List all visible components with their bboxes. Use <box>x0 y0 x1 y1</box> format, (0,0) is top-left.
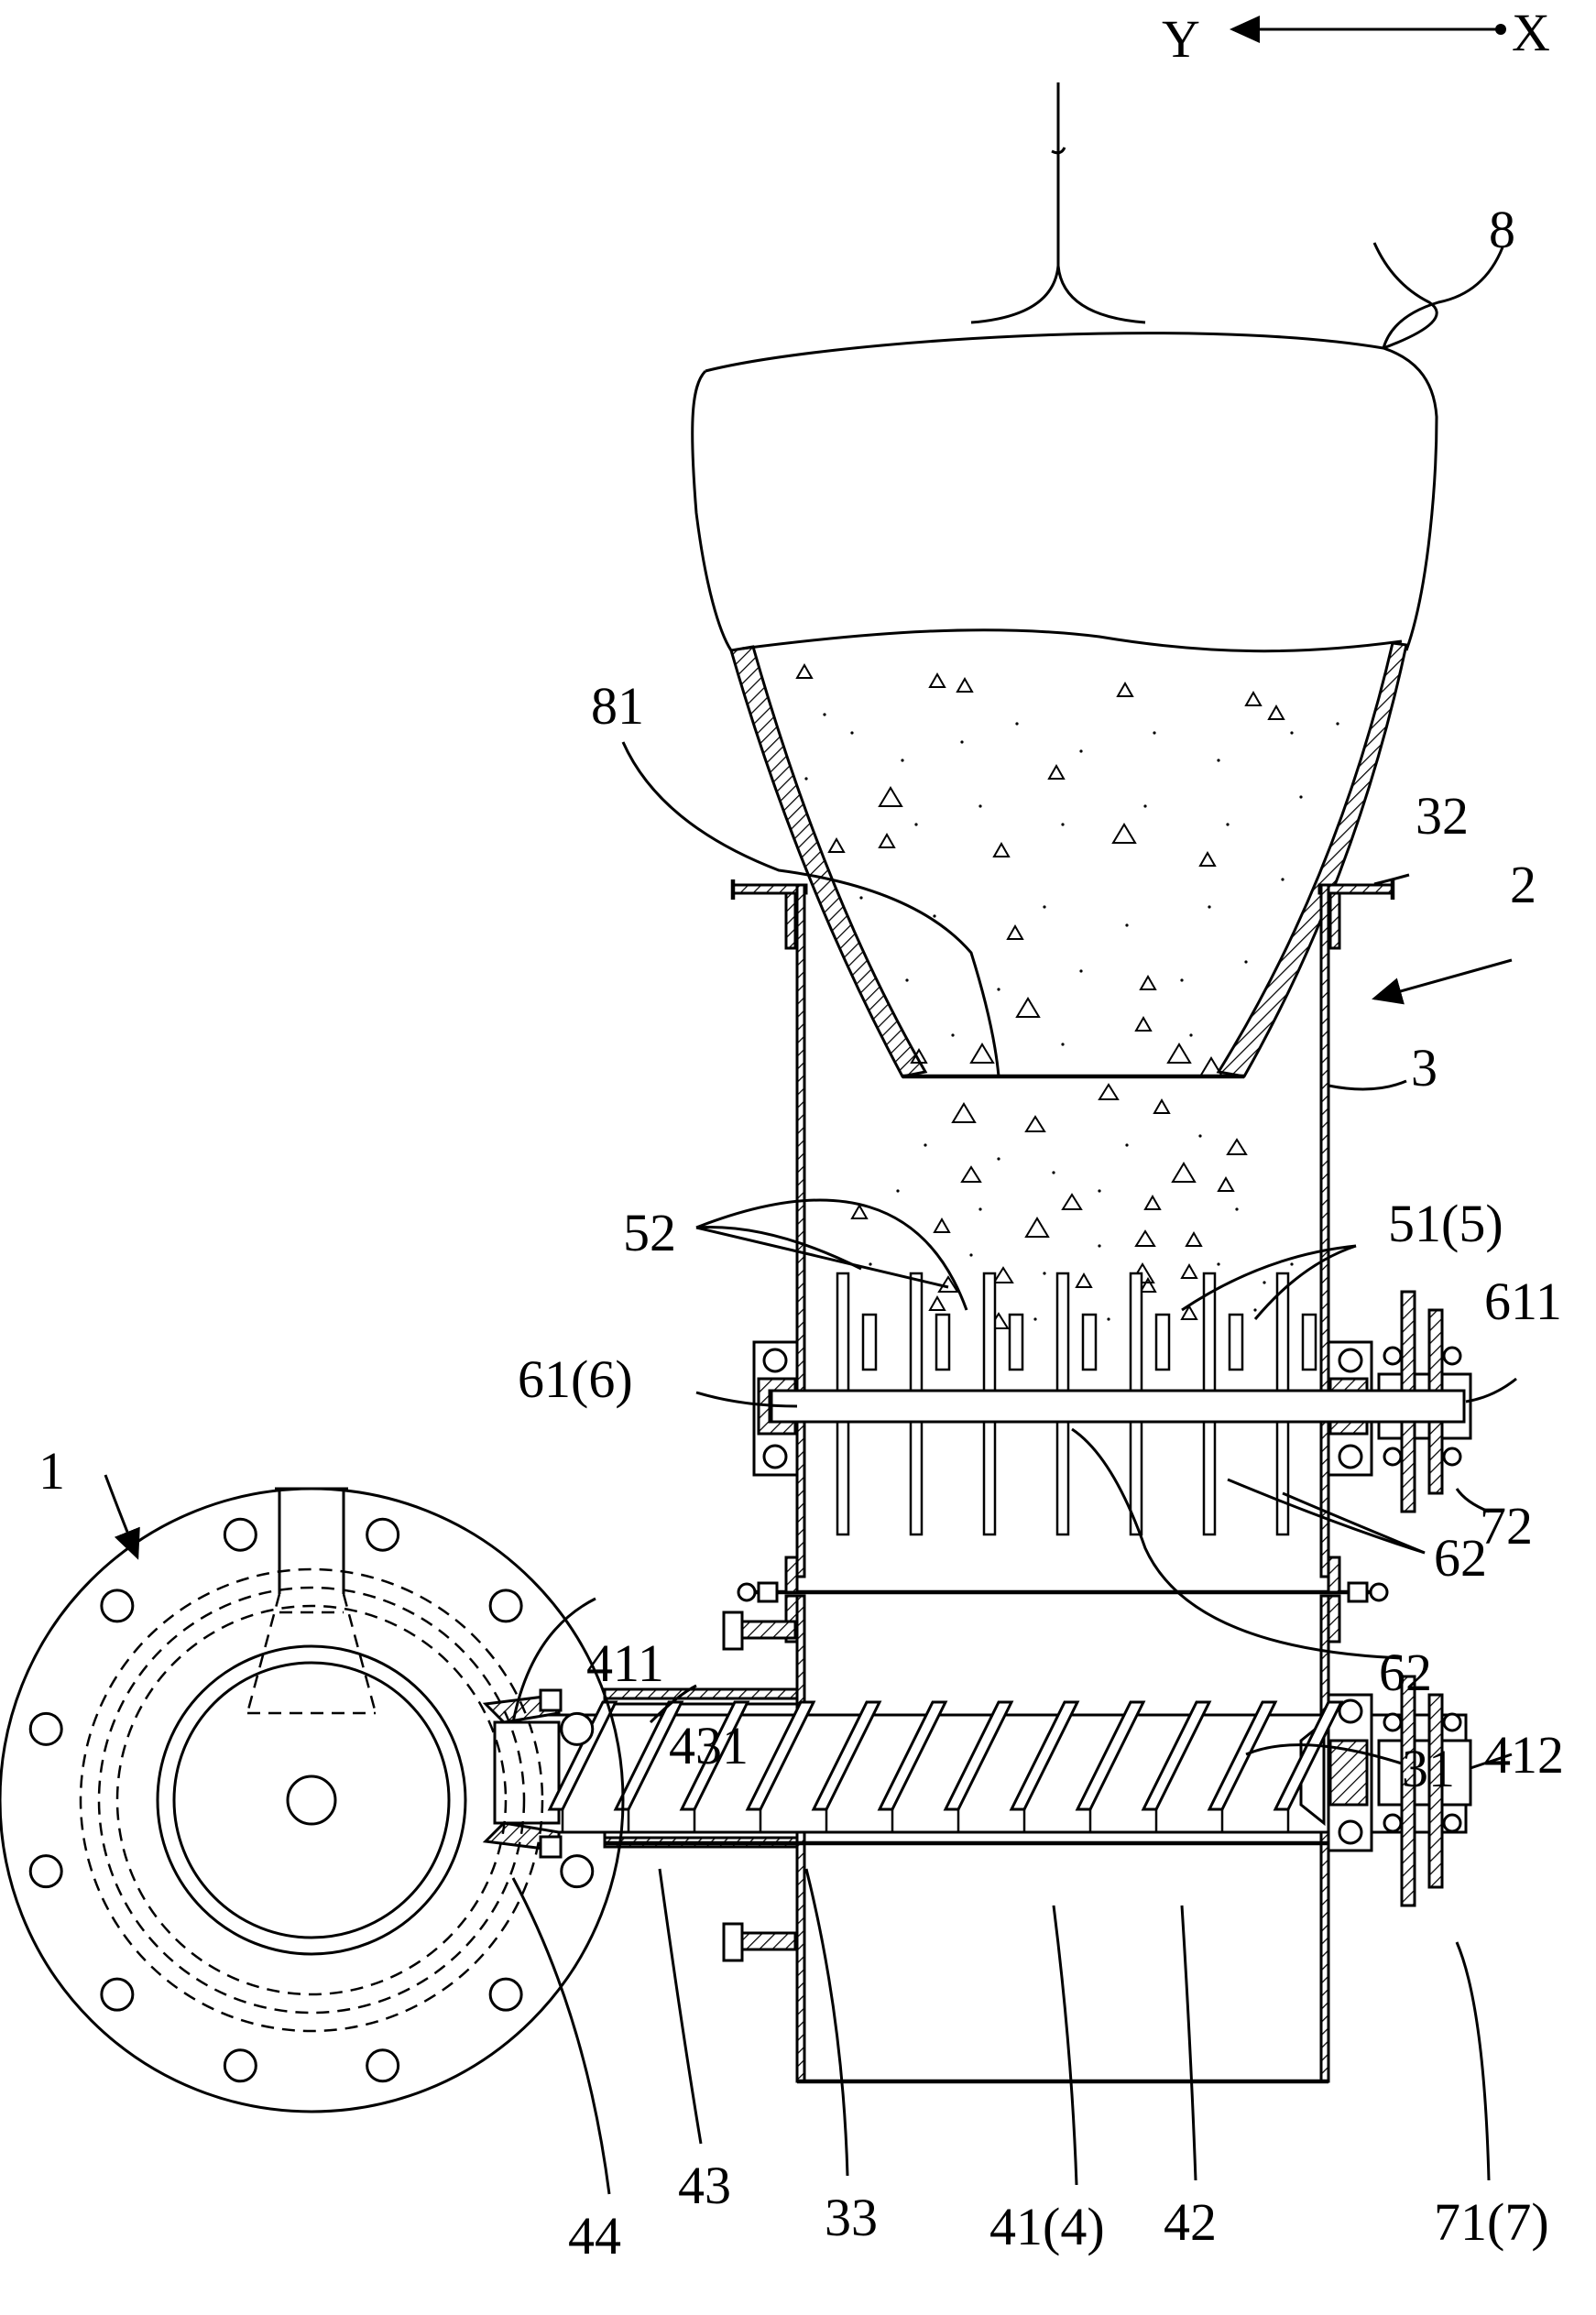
screw-flight <box>745 1700 816 1811</box>
screw-flight <box>1273 1700 1344 1811</box>
bolt-hole <box>560 1711 595 1746</box>
label-42: 42 <box>1164 2192 1217 2252</box>
crusher-short-blade <box>1228 1313 1244 1371</box>
leader-lines <box>104 242 1517 2195</box>
screw-flight <box>1141 1700 1212 1811</box>
crusher-blades <box>770 1272 1466 1536</box>
label-71: 71(7) <box>1434 2192 1549 2252</box>
label-412: 412 <box>1484 1725 1564 1785</box>
bolt-hole <box>223 1517 257 1552</box>
label-81: 81 <box>591 676 644 736</box>
label-8: 8 <box>1489 200 1515 259</box>
crusher-shaft <box>770 1389 1466 1424</box>
bolt-hole <box>100 1589 135 1623</box>
label-62-upper: 62 <box>1434 1528 1487 1588</box>
label-32: 32 <box>1416 786 1469 846</box>
label-51: 51(5) <box>1388 1194 1503 1253</box>
screw-flight <box>811 1700 882 1811</box>
crusher-short-blade <box>1154 1313 1171 1371</box>
label-72: 72 <box>1480 1496 1533 1556</box>
label-31: 31 <box>1402 1739 1455 1798</box>
flange-bolt-holes <box>28 1517 595 2083</box>
crusher-short-blade <box>1301 1313 1317 1371</box>
label-431: 431 <box>669 1716 749 1775</box>
label-2: 2 <box>1510 855 1536 914</box>
label-411: 411 <box>586 1633 664 1693</box>
bolt-hole <box>366 2048 400 2083</box>
reference-labels: 1 2 3 8 81 32 52 51(5) 611 61(6) 72 62 6… <box>38 200 1564 2266</box>
bolt-hole <box>560 1854 595 1889</box>
bolt-hole <box>28 1711 63 1746</box>
label-52: 52 <box>623 1203 676 1262</box>
screw-flights <box>547 1700 1344 1832</box>
crusher-short-blade <box>935 1313 951 1371</box>
label-61: 61(6) <box>518 1349 633 1409</box>
screw-flight <box>877 1700 948 1811</box>
bolt-hole <box>100 1977 135 2012</box>
screw-flight <box>1207 1700 1278 1811</box>
bolt-hole <box>28 1854 63 1889</box>
suspension-cable <box>970 82 1146 324</box>
axis-indicator: Y X <box>1162 3 1550 69</box>
bolt-hole <box>366 1517 400 1552</box>
axis-y-label: Y <box>1162 9 1200 69</box>
crusher-short-blade <box>861 1313 878 1371</box>
label-43: 43 <box>678 2156 731 2215</box>
flanged-body <box>0 1487 625 2113</box>
screw-flight <box>943 1700 1014 1811</box>
screw-flight <box>1009 1700 1080 1811</box>
crusher-short-blade <box>1081 1313 1098 1371</box>
label-611: 611 <box>1484 1272 1562 1331</box>
screw-flight <box>679 1700 750 1811</box>
label-62-lower: 62 <box>1379 1643 1432 1702</box>
label-44: 44 <box>568 2206 621 2266</box>
label-33: 33 <box>825 2188 878 2247</box>
label-1: 1 <box>38 1441 65 1501</box>
housing-tube <box>730 879 1395 2084</box>
screw-flight <box>1075 1700 1146 1811</box>
material-dust <box>804 713 1339 1321</box>
bolt-hole <box>488 1977 523 2012</box>
crusher-short-blade <box>1008 1313 1024 1371</box>
bolt-hole <box>223 2048 257 2083</box>
axis-x-label: X <box>1512 3 1550 62</box>
label-41: 41(4) <box>989 2197 1105 2256</box>
bolt-hole <box>488 1589 523 1623</box>
label-3: 3 <box>1411 1038 1437 1097</box>
